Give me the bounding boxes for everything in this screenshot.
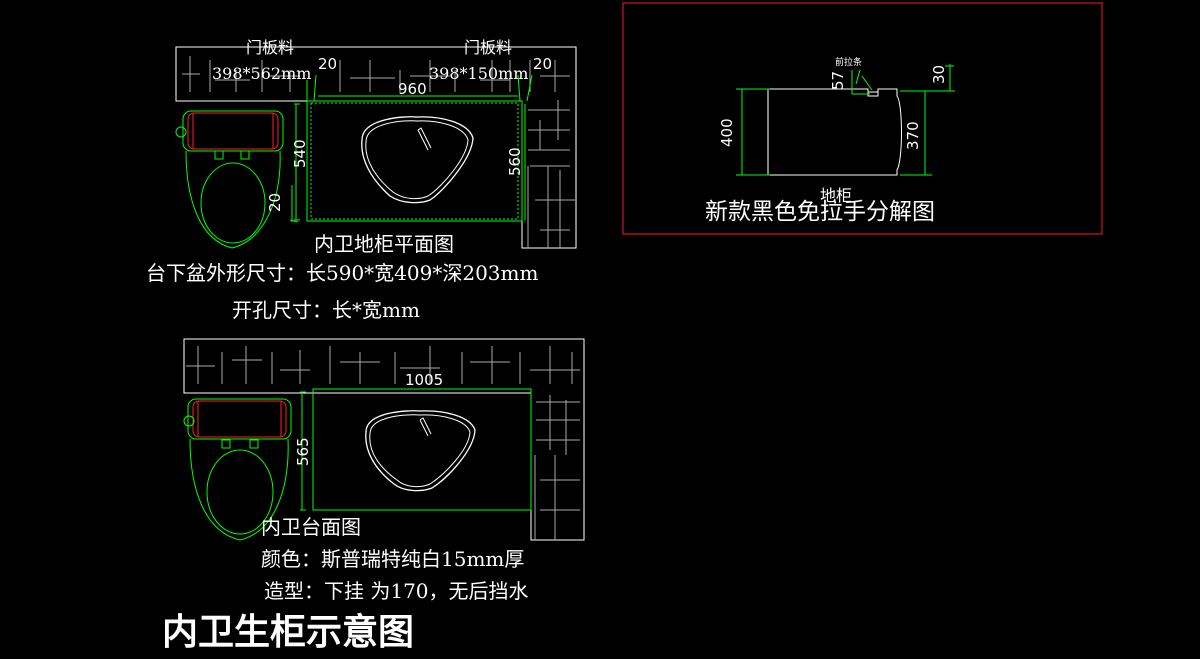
countertop-view (183, 338, 585, 541)
section-view (622, 2, 1103, 235)
section-frame (622, 2, 1103, 235)
section-strip-label: 前拉条 (835, 58, 863, 68)
section-dim-400: 400 (718, 118, 736, 147)
countertop-wall-outline (183, 338, 585, 541)
section-dim-57: 57 (829, 70, 847, 90)
plan-hole-size: 开孔尺寸：长*宽mm (232, 298, 420, 322)
section-dim-30: 30 (930, 64, 948, 84)
countertop-faucet (419, 417, 432, 437)
section-dim-370: 370 (904, 121, 922, 150)
plan-door-label-right: 门板料 (464, 38, 513, 57)
plan-dim-20-top-right: 20 (533, 55, 553, 73)
plan-dim-960: 960 (398, 80, 427, 98)
plan-dim-540: 540 (291, 139, 309, 168)
plan-toilet (175, 110, 284, 249)
countertop-wall-tiles (186, 346, 580, 540)
plan-faucet (417, 127, 432, 151)
main-title: 内卫生柜示意图 (162, 611, 415, 653)
plan-basin-size: 台下盆外形尺寸：长590*宽409*深203mm (146, 261, 539, 285)
plan-sink-outline (361, 116, 474, 204)
countertop-outline (312, 388, 532, 511)
plan-dim-20-top-left: 20 (318, 55, 338, 73)
plan-dim-20-bottom: 20 (266, 192, 284, 212)
countertop-dim-1005: 1005 (405, 371, 444, 389)
plan-dimension-lines (289, 74, 533, 223)
plan-door-label-left: 门板料 (246, 38, 295, 57)
plan-door-size-right: 398*150mm (429, 64, 529, 83)
plan-wall-outline (175, 46, 577, 249)
countertop-color: 颜色：斯普瑞特纯白15mm厚 (261, 547, 525, 571)
plan-cabinet-outline (306, 100, 523, 222)
countertop-title: 内卫台面图 (261, 515, 361, 539)
plan-view (175, 46, 577, 249)
countertop-dim-565: 565 (294, 437, 312, 466)
section-dimension-lines (736, 64, 955, 176)
plan-title: 内卫地柜平面图 (314, 232, 454, 256)
plan-wall-tiles (182, 56, 575, 248)
section-title: 新款黑色免拉手分解图 (705, 199, 935, 225)
section-cabinet-outline (767, 88, 902, 176)
section-cabinet-label: 地柜 (820, 186, 853, 205)
countertop-sink-outline (365, 410, 476, 492)
countertop-shape: 造型：下挂 为170，无后挡水 (264, 579, 529, 603)
countertop-toilet (183, 398, 292, 541)
plan-door-size-left: 398*562mm (212, 64, 312, 83)
plan-dim-560: 560 (506, 147, 524, 176)
